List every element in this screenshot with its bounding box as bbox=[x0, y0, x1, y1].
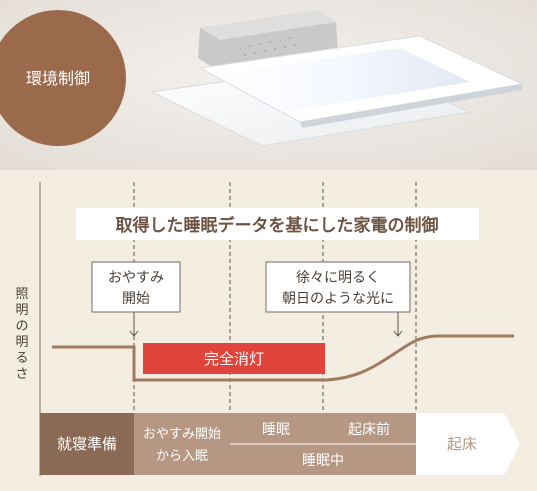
svg-text:起床前: 起床前 bbox=[348, 421, 390, 438]
phase-during-sleep bbox=[230, 444, 416, 475]
product-photo: 環境制御 bbox=[0, 0, 537, 170]
phase-fall-asleep bbox=[134, 413, 230, 475]
sleep-control-diagram: 取得した睡眠データを基にした家電の制御 おやすみ 開始 徐々に明るく 朝日のよう… bbox=[0, 170, 537, 491]
svg-text:照明の明るさ: 照明の明るさ bbox=[15, 287, 28, 382]
y-axis-label: 照明の明るさ bbox=[15, 287, 28, 382]
callout-gradual-light: 徐々に明るく 朝日のような光に bbox=[265, 261, 411, 337]
ceiling-light-illustration bbox=[0, 0, 537, 170]
environment-control-badge: 環境制御 bbox=[0, 10, 126, 146]
svg-text:徐々に明るく: 徐々に明るく bbox=[296, 270, 380, 286]
phase-bar: 就寝準備 おやすみ開始 から入眠 睡眠 起床前 睡眠中 起床 bbox=[40, 413, 520, 475]
phase-sleep bbox=[230, 413, 323, 444]
svg-text:就寝準備: 就寝準備 bbox=[57, 435, 117, 453]
diagram-title: 取得した睡眠データを基にした家電の制御 bbox=[116, 215, 439, 236]
svg-text:睡眠: 睡眠 bbox=[262, 422, 290, 438]
phase-sleep-prep bbox=[40, 413, 134, 475]
svg-text:おやすみ: おやすみ bbox=[108, 270, 164, 286]
svg-text:開始: 開始 bbox=[122, 291, 150, 307]
svg-text:睡眠中: 睡眠中 bbox=[302, 453, 344, 469]
svg-text:朝日のような光に: 朝日のような光に bbox=[282, 291, 394, 307]
brightness-curve bbox=[52, 334, 514, 382]
diagram-title-box bbox=[76, 208, 479, 240]
callout-sleep-start: おやすみ 開始 bbox=[91, 261, 181, 337]
full-off-bar bbox=[143, 343, 325, 374]
phase-pre-wake bbox=[323, 413, 416, 444]
full-off-label: 完全消灯 bbox=[204, 350, 264, 368]
svg-text:起床: 起床 bbox=[447, 435, 477, 453]
phase-wake bbox=[416, 413, 520, 475]
svg-text:から入眠: から入眠 bbox=[156, 449, 208, 464]
badge-label: 環境制御 bbox=[26, 69, 90, 88]
svg-text:おやすみ開始: おやすみ開始 bbox=[143, 427, 221, 442]
